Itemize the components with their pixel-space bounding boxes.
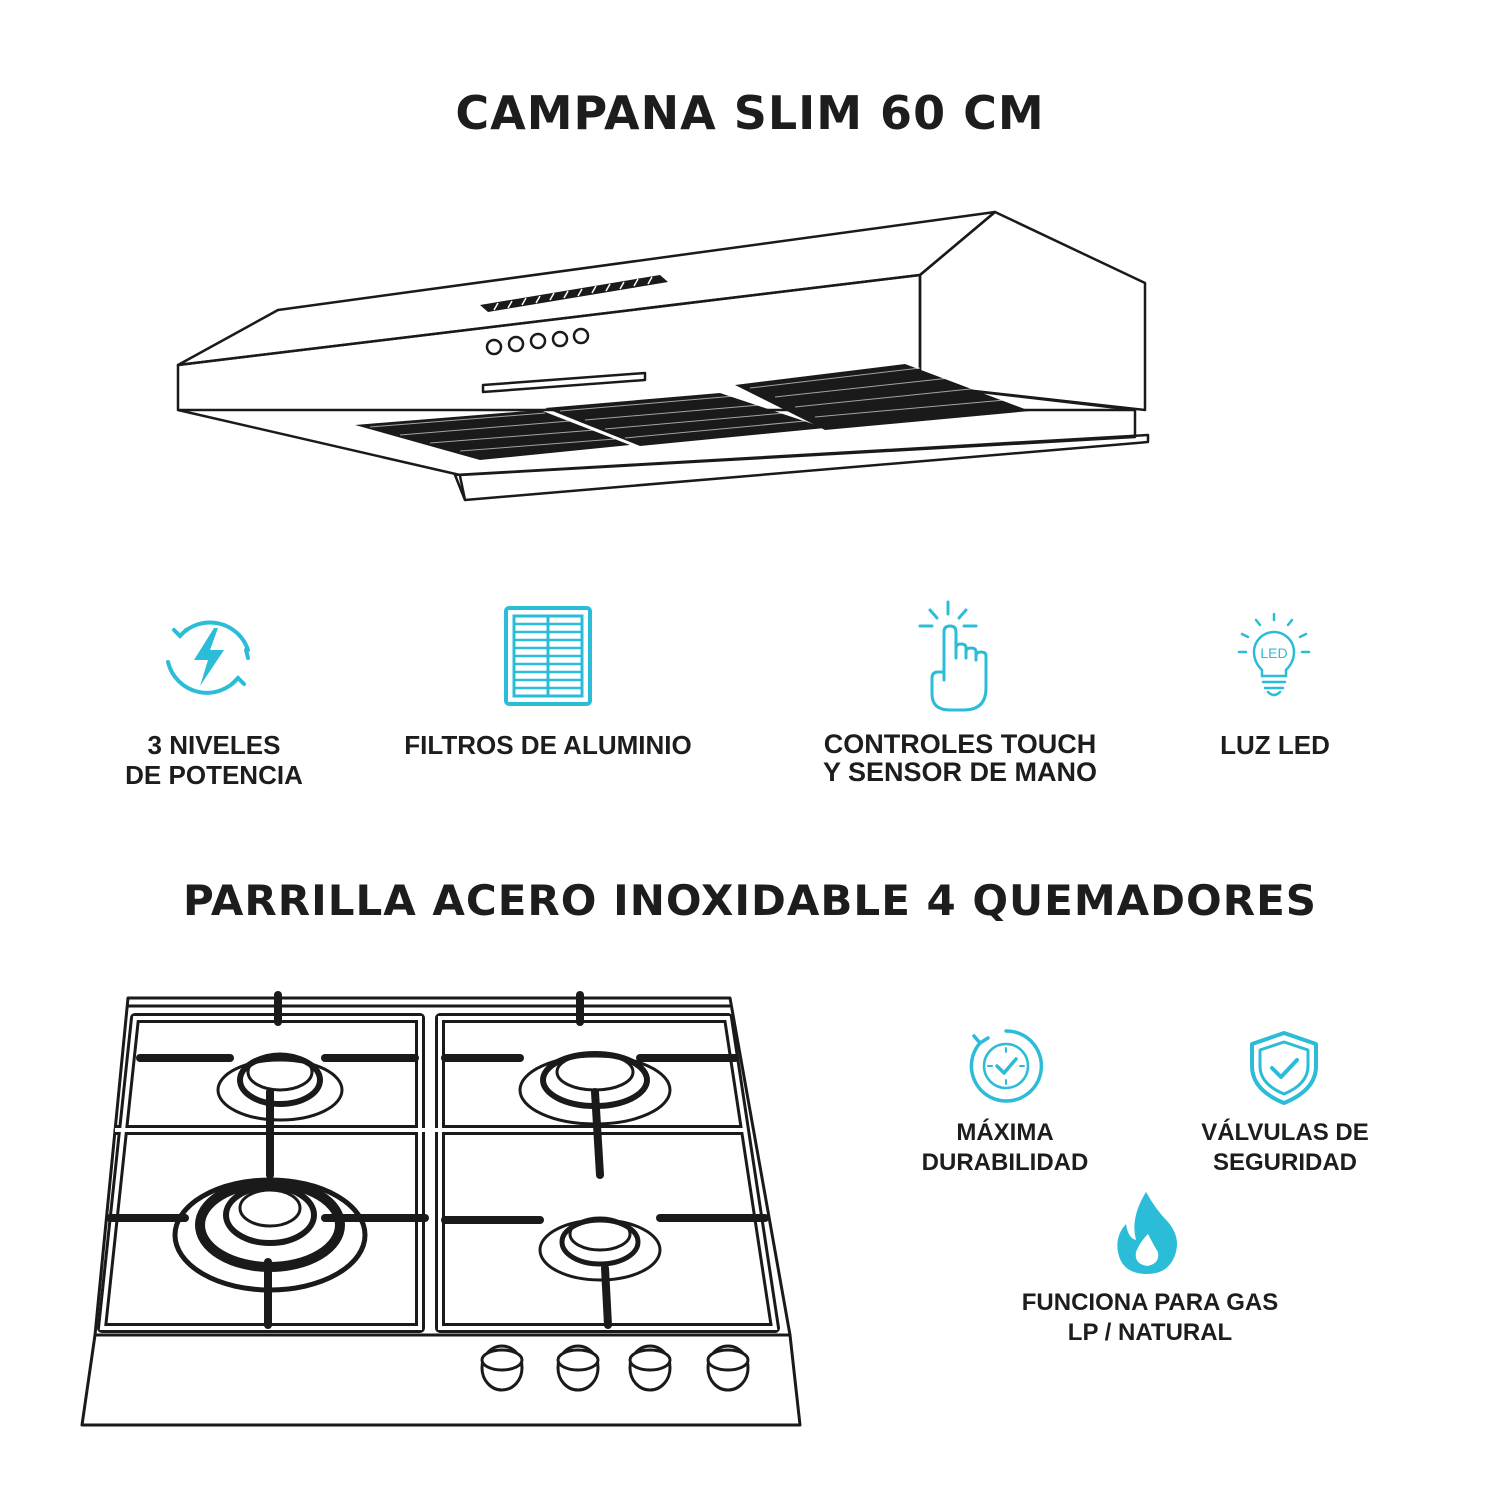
feature-label-line: LP / NATURAL: [1067, 1319, 1233, 1346]
gas-cooktop-illustration: [80, 991, 802, 1427]
shield-check-icon: [1250, 1031, 1318, 1105]
feature-touch-controls: CONTROLES TOUCH Y SENSOR DE MANO: [790, 730, 1130, 786]
feature-led-light: LUZ LED: [1190, 730, 1360, 760]
feature-label-line: LUZ LED: [1220, 730, 1330, 760]
hood-top-vent: [480, 275, 668, 312]
feature-label-line: CONTROLES TOUCH: [823, 729, 1097, 759]
aluminum-filter-icon: [504, 606, 592, 706]
feature-gas-type: FUNCIONA PARA GAS LP / NATURAL: [1010, 1288, 1290, 1348]
feature-label-line: SEGURIDAD: [1212, 1149, 1357, 1176]
hood-filters: [355, 364, 1030, 460]
hood-title: CAMPANA SLIM 60 CM: [455, 86, 1045, 140]
feature-label-line: MÁXIMA: [956, 1119, 1054, 1146]
feature-safety-valves: VÁLVULAS DE SEGURIDAD: [1170, 1118, 1400, 1178]
cooktop-title: PARRILLA ACERO INOXIDABLE 4 QUEMADORES: [182, 876, 1318, 925]
led-badge-text: LED: [1260, 645, 1287, 661]
feature-durability: MÁXIMA DURABILIDAD: [900, 1118, 1110, 1178]
feature-label-line: 3 NIVELES: [147, 730, 281, 760]
led-bulb-icon: LED: [1237, 612, 1311, 697]
feature-label-line: DE POTENCIA: [125, 760, 303, 790]
clock-check-icon: [969, 1029, 1044, 1103]
energy-cycle-icon: [166, 620, 250, 695]
feature-aluminum-filters: FILTROS DE ALUMINIO: [380, 730, 716, 760]
hood-control-buttons: [485, 327, 590, 356]
feature-label-line: DURABILIDAD: [921, 1149, 1089, 1176]
feature-label-line: FILTROS DE ALUMINIO: [404, 730, 692, 760]
cooktop-knobs: [480, 1344, 750, 1392]
feature-label-line: VÁLVULAS DE: [1201, 1119, 1369, 1146]
flame-icon: [1117, 1192, 1177, 1274]
feature-label-line: Y SENSOR DE MANO: [822, 757, 1098, 787]
feature-label-line: FUNCIONA PARA GAS: [1021, 1289, 1279, 1316]
range-hood-illustration: [176, 210, 1150, 502]
touch-hand-icon: [918, 600, 988, 712]
feature-power-levels: 3 NIVELES DE POTENCIA: [100, 730, 328, 790]
